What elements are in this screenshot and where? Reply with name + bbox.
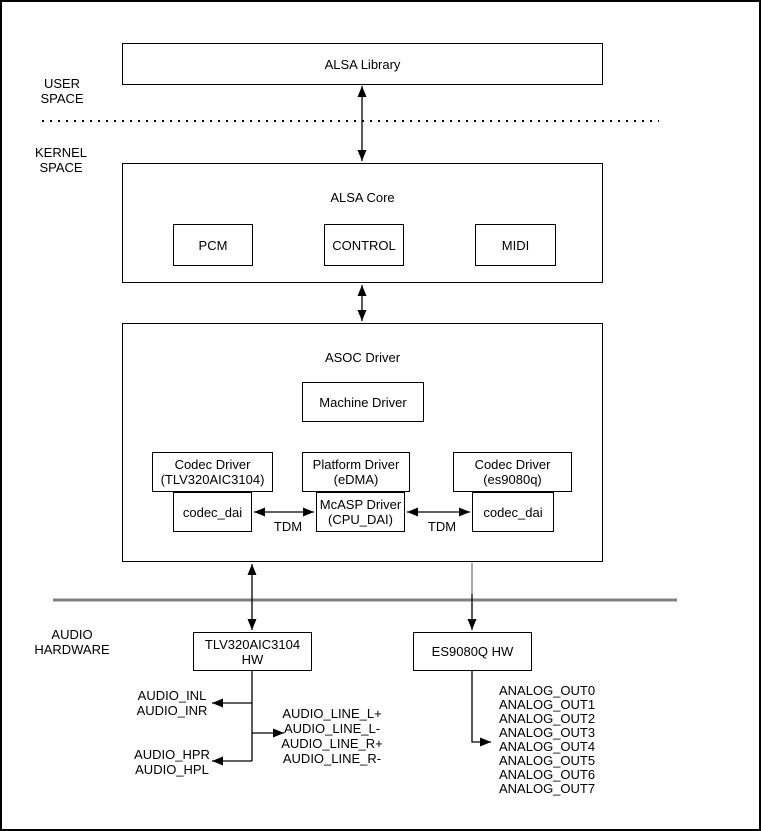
es9080q-hw-box: ES9080Q HW: [413, 632, 532, 671]
tlv320aic3104-hw-box: TLV320AIC3104 HW: [193, 632, 312, 671]
audio-in-signals: AUDIO_INL AUDIO_INR: [122, 688, 222, 718]
codec-dai-right-box: codec_dai: [472, 492, 554, 532]
alsa-core-title: ALSA Core: [330, 190, 395, 205]
signal-label: ANALOG_OUT4: [499, 739, 596, 754]
asoc-driver-title: ASOC Driver: [324, 350, 401, 365]
machine-driver-box: Machine Driver: [302, 382, 424, 422]
signal-label: AUDIO_LINE_L+: [282, 706, 382, 721]
signal-label: AUDIO_LINE_R-: [282, 751, 382, 766]
tdm-left-label: TDM: [273, 519, 303, 534]
audio-hp-signals: AUDIO_HPR AUDIO_HPL: [122, 747, 222, 777]
midi-box: MIDI: [475, 224, 556, 266]
signal-label: ANALOG_OUT0: [499, 683, 596, 698]
audio-line-signals: AUDIO_LINE_L+ AUDIO_LINE_L- AUDIO_LINE_R…: [280, 706, 384, 766]
asoc-driver-box: [122, 323, 603, 562]
signal-label: AUDIO_INL: [137, 688, 207, 703]
user-space-label: USER SPACE: [40, 76, 84, 106]
control-box: CONTROL: [324, 224, 404, 266]
signal-label: ANALOG_OUT5: [499, 753, 596, 768]
mcasp-driver-box: McASP Driver (CPU_DAI): [316, 492, 405, 532]
alsa-library-box: ALSA Library: [122, 43, 603, 85]
codec-driver-tlv-box: Codec Driver (TLV320AIC3104): [152, 452, 273, 492]
pcm-box: PCM: [173, 224, 253, 266]
signal-label: ANALOG_OUT7: [499, 781, 596, 796]
signal-label: ANALOG_OUT3: [499, 725, 596, 740]
kernel-space-label: KERNEL SPACE: [34, 145, 88, 175]
arrow-analog-out: [471, 671, 491, 747]
signal-label: ANALOG_OUT6: [499, 767, 596, 782]
analog-out-signals: ANALOG_OUT0 ANALOG_OUT1 ANALOG_OUT2 ANAL…: [499, 684, 599, 796]
signal-label: AUDIO_LINE_R+: [281, 736, 383, 751]
audio-hardware-label: AUDIO HARDWARE: [34, 627, 110, 657]
tdm-right-label: TDM: [427, 519, 457, 534]
alsa-core-box: [122, 163, 603, 283]
signal-label: AUDIO_LINE_L-: [283, 721, 381, 736]
signal-label: AUDIO_HPL: [135, 762, 209, 777]
signal-label: AUDIO_HPR: [134, 747, 210, 762]
signal-label: ANALOG_OUT1: [499, 697, 596, 712]
codec-driver-es-box: Codec Driver (es9080q): [453, 452, 572, 492]
signal-label: AUDIO_INR: [136, 703, 208, 718]
codec-dai-left-box: codec_dai: [173, 492, 252, 532]
platform-driver-box: Platform Driver (eDMA): [302, 452, 410, 492]
signal-label: ANALOG_OUT2: [499, 711, 596, 726]
